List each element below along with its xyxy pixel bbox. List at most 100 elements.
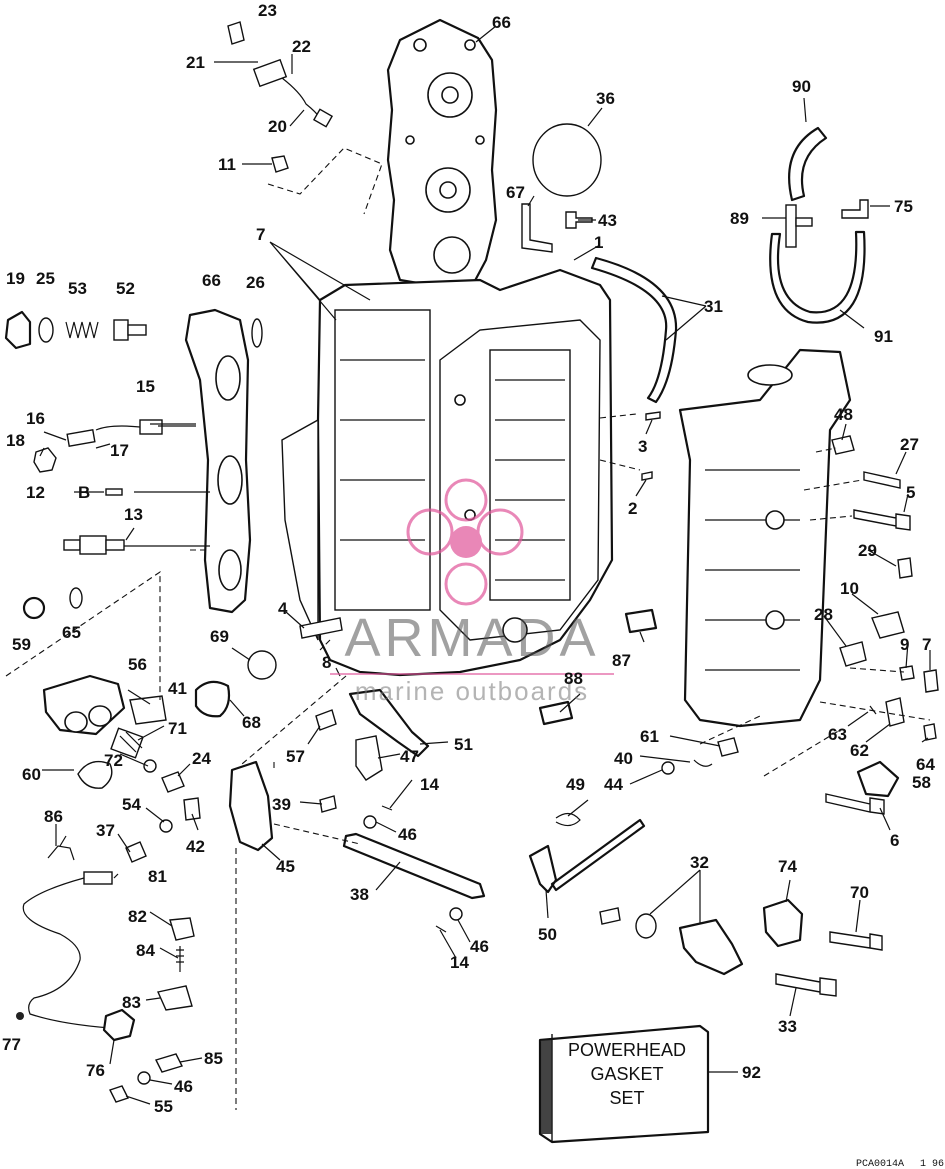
- callout-92: 92: [742, 1063, 761, 1082]
- plate-58: [856, 760, 900, 798]
- callout-37: 37: [96, 821, 115, 840]
- callout-84: 84: [136, 941, 155, 960]
- fitting-28: [839, 641, 867, 667]
- lever-47: [355, 735, 383, 781]
- callout-5: 5: [906, 483, 915, 502]
- callout-20: 20: [268, 117, 287, 136]
- nut-18: [33, 447, 57, 473]
- cylinder-block-crankcase: [281, 268, 614, 677]
- hose-91: [769, 230, 866, 324]
- callout-70: 70: [850, 883, 869, 902]
- valve-52: [113, 319, 147, 341]
- callout-48: 48: [834, 405, 853, 424]
- fitting-85: [155, 1053, 183, 1073]
- callout-46-upper: 46: [398, 825, 417, 844]
- seal-65: [69, 587, 83, 609]
- pin-3: [645, 411, 661, 421]
- callout-87: 87: [612, 651, 631, 670]
- callout-50: 50: [538, 925, 557, 944]
- screw-84: [176, 946, 184, 972]
- callout-25: 25: [36, 269, 55, 288]
- callout-4: 4: [278, 599, 288, 618]
- hose-31: [590, 256, 678, 404]
- gasket-box-line-3: SET: [609, 1088, 644, 1108]
- bracket-83: [157, 985, 193, 1011]
- clip-62: [885, 697, 905, 727]
- clip-40: [693, 759, 713, 767]
- screw-42: [183, 797, 201, 821]
- callout-39: 39: [272, 795, 291, 814]
- shaft-rod-50: [528, 818, 646, 894]
- reference-suffix: 1 96: [920, 1159, 944, 1169]
- washer-25: [38, 317, 54, 343]
- watermark: ARMADA marine outboards: [330, 478, 614, 706]
- callout-56: 56: [128, 655, 147, 674]
- callout-17: 17: [110, 441, 129, 460]
- clip-63: [869, 705, 877, 715]
- gasket-box-line-2: GASKET: [590, 1064, 663, 1084]
- crankcase-side-gasket-66: [184, 308, 252, 614]
- bolt-5: [853, 509, 911, 531]
- cap-23: [227, 21, 245, 45]
- gasket-box-line-1: POWERHEAD: [568, 1040, 686, 1060]
- callout-57: 57: [286, 747, 305, 766]
- bracket-67: [521, 203, 553, 253]
- hose-clamp-60: [77, 760, 113, 789]
- callout-44: 44: [604, 775, 623, 794]
- callout-91: 91: [874, 327, 893, 346]
- filter-71: [110, 727, 144, 759]
- clip-14b: [435, 925, 447, 933]
- stud-4: [299, 617, 343, 639]
- block-87: [624, 608, 658, 634]
- gasket-set-box-92: [538, 1024, 710, 1144]
- callout-19: 19: [6, 269, 25, 288]
- washer-46a: [363, 815, 377, 829]
- clamp-82: [169, 917, 195, 941]
- callout-36: 36: [596, 89, 615, 108]
- clip-86: [47, 835, 75, 861]
- spark-plug-13: [63, 535, 125, 555]
- callout-69: 69: [210, 627, 229, 646]
- callout-86: 86: [44, 807, 63, 826]
- plug-19: [4, 310, 32, 350]
- elbow-7: [923, 669, 939, 693]
- callout-7-top: 7: [256, 225, 265, 244]
- callout-55: 55: [154, 1097, 173, 1116]
- callout-66-left: 66: [202, 271, 221, 290]
- dashed-guide-lines: [5, 147, 931, 1110]
- callout-33: 33: [778, 1017, 797, 1036]
- callout-29: 29: [858, 541, 877, 560]
- callout-53: 53: [68, 279, 87, 298]
- washer-46b: [449, 907, 463, 921]
- callout-67: 67: [506, 183, 525, 202]
- callout-68: 68: [242, 713, 261, 732]
- housing-56: [42, 674, 126, 736]
- leader-lines: [39, 25, 931, 1105]
- callout-51: 51: [454, 735, 473, 754]
- washer-32: [635, 913, 657, 939]
- callout-76: 76: [86, 1061, 105, 1080]
- grommet-68: [194, 680, 231, 718]
- callout-59: 59: [12, 635, 31, 654]
- sensor-32: [678, 918, 744, 976]
- valve-76: [102, 1008, 136, 1042]
- screw-29: [897, 557, 913, 579]
- callout-83: 83: [122, 993, 141, 1012]
- callout-13: 13: [124, 505, 143, 524]
- callout-41: 41: [168, 679, 187, 698]
- callout-90: 90: [792, 77, 811, 96]
- callout-21: 21: [186, 53, 205, 72]
- callout-10: 10: [840, 579, 859, 598]
- callout-72: 72: [104, 751, 123, 770]
- clip-14a: [381, 805, 393, 811]
- washer-72: [143, 759, 157, 773]
- callout-77: 77: [2, 1035, 21, 1054]
- callout-54: 54: [122, 795, 141, 814]
- callout-15: 15: [136, 377, 155, 396]
- hose-90: [788, 126, 828, 202]
- fuel-line-77: [22, 877, 111, 1029]
- callout-88: 88: [564, 669, 583, 688]
- cylinder-head-gasket-66: [386, 18, 498, 292]
- washer-69: [247, 650, 277, 680]
